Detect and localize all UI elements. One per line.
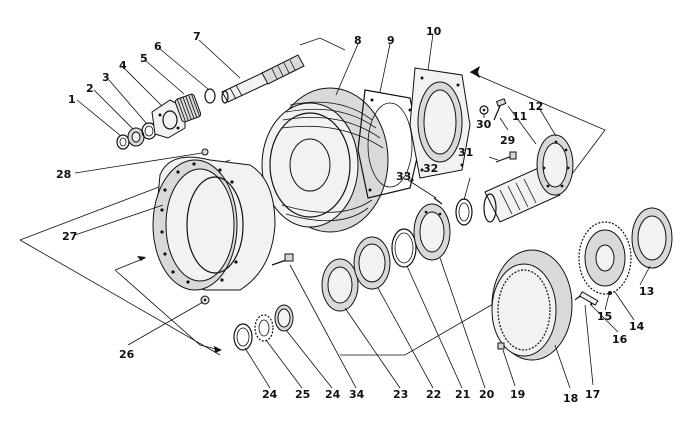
part-4-bracket xyxy=(151,99,186,139)
part-33-pin xyxy=(433,197,443,205)
part-28-plug xyxy=(201,148,209,156)
label-part-34: 34 xyxy=(349,388,365,401)
label-part-2: 2 xyxy=(86,82,94,95)
part-7-shaft xyxy=(221,54,305,104)
label-part-5: 5 xyxy=(140,52,148,65)
label-part-30: 30 xyxy=(476,118,492,131)
label-part-25: 25 xyxy=(295,388,310,401)
part-25-toothed-washer xyxy=(254,314,274,342)
label-part-33: 33 xyxy=(396,170,411,183)
part-24-ring-b xyxy=(274,304,294,332)
part-1-small-ring xyxy=(116,134,130,150)
label-part-18: 18 xyxy=(563,392,578,405)
part-number-labels: 1 2 3 4 5 6 7 8 9 10 11 12 13 14 15 16 1… xyxy=(56,25,654,405)
part-22-seal xyxy=(353,236,391,290)
label-part-22: 22 xyxy=(426,388,441,401)
part-13-bearing xyxy=(631,207,673,269)
part-34-stud xyxy=(271,253,294,266)
label-part-31: 31 xyxy=(458,146,473,159)
part-21-ring xyxy=(391,228,417,268)
label-part-24b: 24 xyxy=(325,388,341,401)
label-part-24a: 24 xyxy=(262,388,278,401)
part-18-ring-gear xyxy=(491,249,573,361)
label-part-13: 13 xyxy=(639,285,654,298)
part-20-planet-carrier xyxy=(413,203,451,261)
label-part-20: 20 xyxy=(479,388,495,401)
part-5-splined-gear xyxy=(174,93,202,123)
part-31-bolt xyxy=(495,151,517,163)
part-23-bearing xyxy=(321,258,359,312)
part-12-flange xyxy=(536,134,574,196)
label-part-21: 21 xyxy=(455,388,470,401)
leader-lines xyxy=(74,33,651,389)
part-32-ring xyxy=(455,198,473,226)
part-14-gear xyxy=(578,221,632,295)
label-part-12: 12 xyxy=(528,100,543,113)
part-2-bearing xyxy=(127,127,145,147)
label-part-10: 10 xyxy=(426,25,442,38)
label-part-9: 9 xyxy=(387,34,395,47)
label-part-32: 32 xyxy=(423,162,438,175)
part-29-bolt xyxy=(493,98,507,121)
label-part-19: 19 xyxy=(510,388,525,401)
part-19-plug xyxy=(497,342,505,350)
label-part-1: 1 xyxy=(68,93,76,106)
label-part-29: 29 xyxy=(500,134,515,147)
label-part-15: 15 xyxy=(597,310,612,323)
label-part-14: 14 xyxy=(629,320,645,333)
label-part-6: 6 xyxy=(154,40,162,53)
label-part-17: 17 xyxy=(585,388,600,401)
label-part-28: 28 xyxy=(56,168,71,181)
label-part-11: 11 xyxy=(512,110,527,123)
label-part-27: 27 xyxy=(62,230,77,243)
label-part-8: 8 xyxy=(354,34,362,47)
part-30-nut xyxy=(479,105,489,115)
part-10-cover xyxy=(409,67,471,179)
part-17-key xyxy=(579,291,599,306)
label-part-3: 3 xyxy=(102,71,110,84)
part-8-geared-hub xyxy=(261,87,389,233)
label-part-7: 7 xyxy=(193,30,201,43)
part-27-housing xyxy=(152,156,276,291)
label-part-16: 16 xyxy=(612,333,628,346)
label-part-4: 4 xyxy=(119,59,127,72)
label-part-23: 23 xyxy=(393,388,408,401)
label-part-26: 26 xyxy=(119,348,135,361)
part-24-ring-a xyxy=(233,323,253,351)
part-6-snap-ring xyxy=(204,88,216,104)
